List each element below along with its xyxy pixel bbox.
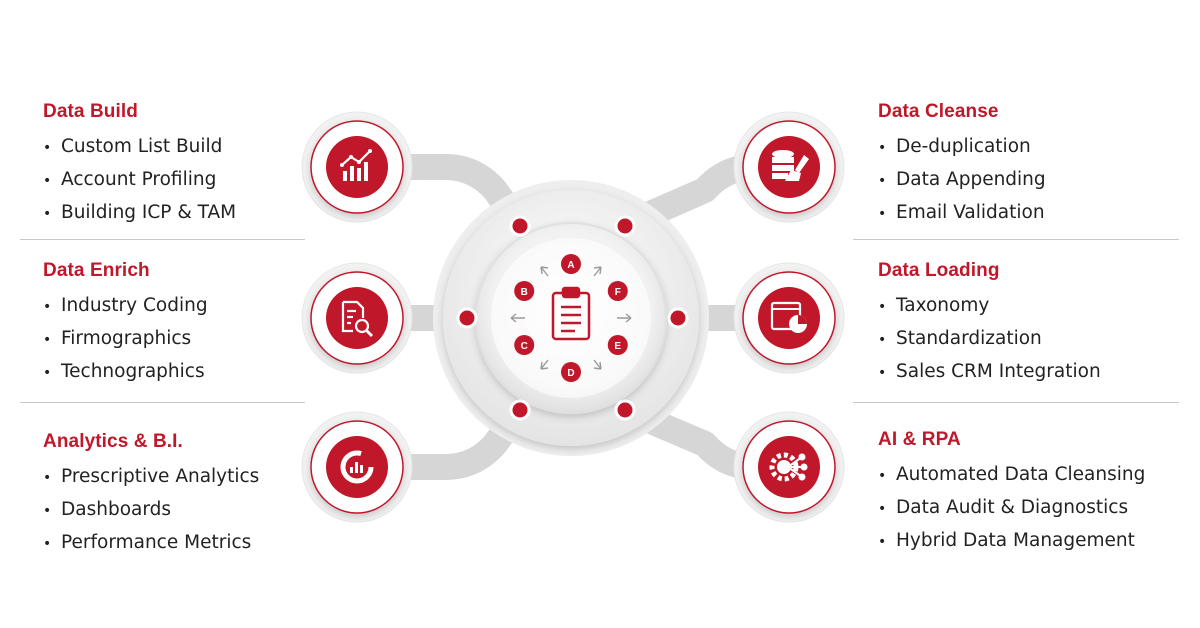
hub-letter: B bbox=[521, 287, 528, 298]
hub-letter-circle bbox=[561, 254, 581, 274]
list-item: •Hybrid Data Management bbox=[878, 530, 1135, 551]
hub-letter-circle bbox=[514, 335, 535, 355]
item-list: •Industry Coding •Firmographics •Technog… bbox=[43, 290, 208, 389]
dot-data-loading bbox=[667, 307, 689, 329]
dot-analytics bbox=[509, 399, 531, 421]
node-analytics bbox=[301, 411, 413, 523]
list-item: •Dashboards bbox=[43, 499, 172, 520]
section-title: Data Enrich bbox=[43, 260, 150, 281]
hub-letter-badge: D bbox=[561, 362, 581, 382]
section-title: Data Build bbox=[43, 101, 138, 122]
hub-letter-badge: F bbox=[607, 281, 628, 301]
section-data-build: Data Build •Custom List Build •Account P… bbox=[43, 101, 236, 230]
section-analytics: Analytics & B.I. •Prescriptive Analytics… bbox=[43, 431, 259, 560]
item-list: •De-duplication •Data Appending •Email V… bbox=[878, 131, 1046, 230]
list-item: •Data Appending bbox=[878, 169, 1046, 190]
list-item: •Data Audit & Diagnostics bbox=[878, 497, 1129, 518]
clipboard-icon bbox=[551, 286, 591, 341]
dot-ai-rpa bbox=[614, 399, 636, 421]
section-title: Analytics & B.I. bbox=[43, 431, 183, 452]
browser-pie-chart-icon bbox=[770, 301, 807, 333]
dot-data-build bbox=[509, 215, 531, 237]
dot-data-enrich bbox=[456, 307, 478, 329]
item-list: •Custom List Build •Account Profiling •B… bbox=[43, 131, 236, 230]
hub-letter-circle bbox=[561, 362, 581, 382]
connector-analytics bbox=[372, 397, 533, 480]
left-divider-1 bbox=[20, 239, 305, 240]
left-divider-2 bbox=[20, 402, 305, 403]
hub-letters: A F E D C B bbox=[514, 254, 628, 382]
hub-letter: A bbox=[567, 260, 574, 271]
section-ai-rpa: AI & RPA •Automated Data Cleansing •Data… bbox=[878, 429, 1145, 558]
hub-letter-circle bbox=[607, 335, 628, 355]
section-title: Data Cleanse bbox=[878, 101, 999, 122]
connector-data-build bbox=[372, 154, 533, 238]
donut-chart-icon bbox=[340, 450, 374, 484]
dot-data-cleanse bbox=[614, 215, 636, 237]
section-title: Data Loading bbox=[878, 260, 1000, 281]
node-data-enrich bbox=[301, 262, 413, 374]
node-data-build bbox=[301, 111, 413, 223]
section-title: AI & RPA bbox=[878, 429, 961, 450]
node-data-loading bbox=[733, 262, 845, 374]
list-item: •Account Profiling bbox=[43, 169, 217, 190]
section-data-enrich: Data Enrich •Industry Coding •Firmograph… bbox=[43, 260, 208, 389]
node-ai-rpa bbox=[733, 411, 845, 523]
item-list: •Taxonomy •Standardization •Sales CRM In… bbox=[878, 290, 1101, 389]
bar-chart-trend-icon bbox=[340, 149, 372, 181]
hub-letter: F bbox=[615, 287, 621, 298]
hub-letter: E bbox=[614, 341, 621, 352]
list-item: •Industry Coding bbox=[43, 295, 208, 316]
section-data-cleanse: Data Cleanse •De-duplication •Data Appen… bbox=[878, 101, 1046, 230]
list-item: •Sales CRM Integration bbox=[878, 361, 1101, 382]
list-item: •Performance Metrics bbox=[43, 532, 252, 553]
hub-arrows bbox=[510, 266, 632, 370]
item-list: •Automated Data Cleansing •Data Audit & … bbox=[878, 459, 1145, 558]
document-search-icon bbox=[341, 300, 374, 338]
hub-letter-badge: B bbox=[514, 281, 535, 301]
list-item: •Custom List Build bbox=[43, 136, 223, 157]
section-data-loading: Data Loading •Taxonomy •Standardization … bbox=[878, 260, 1101, 389]
right-divider-1 bbox=[853, 239, 1179, 240]
item-list: •Prescriptive Analytics •Dashboards •Per… bbox=[43, 461, 259, 560]
list-item: •Taxonomy bbox=[878, 295, 990, 316]
list-item: •Technographics bbox=[43, 361, 205, 382]
node-data-cleanse bbox=[733, 111, 845, 223]
list-item: •Prescriptive Analytics bbox=[43, 466, 260, 487]
hub-letter-badge: E bbox=[607, 335, 628, 355]
central-hub bbox=[433, 180, 709, 456]
connector-dots bbox=[456, 215, 689, 421]
list-item: •De-duplication bbox=[878, 136, 1031, 157]
list-item: •Automated Data Cleansing bbox=[878, 464, 1146, 485]
list-item: •Standardization bbox=[878, 328, 1042, 349]
database-broom-icon bbox=[772, 150, 809, 181]
list-item: •Building ICP & TAM bbox=[43, 202, 237, 223]
gear-network-icon bbox=[769, 452, 808, 482]
list-item: •Email Validation bbox=[878, 202, 1045, 223]
hub-letter-badge: A bbox=[561, 254, 581, 274]
right-divider-2 bbox=[853, 402, 1179, 403]
hub-letter: C bbox=[521, 341, 528, 352]
hub-letter: D bbox=[567, 368, 574, 379]
hub-letter-badge: C bbox=[514, 335, 535, 355]
list-item: •Firmographics bbox=[43, 328, 192, 349]
hub-letter-circle bbox=[607, 281, 628, 301]
hub-letter-circle bbox=[514, 281, 535, 301]
